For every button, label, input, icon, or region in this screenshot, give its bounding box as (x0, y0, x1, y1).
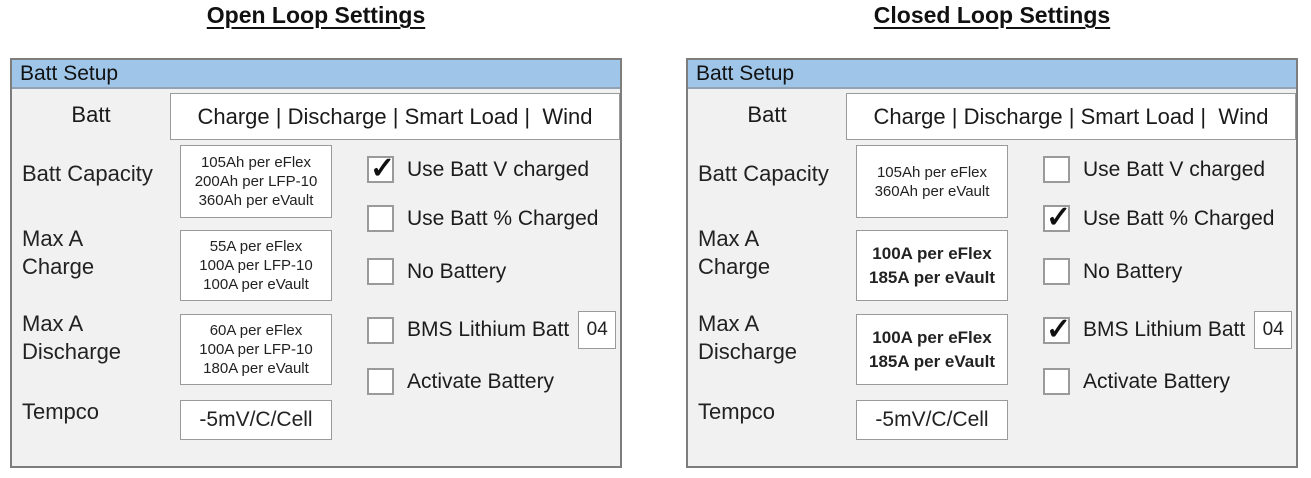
window-titlebar: Batt Setup (688, 60, 1296, 89)
tab-batt[interactable]: Batt (747, 102, 787, 127)
use-batt-v-charged-checkbox[interactable] (367, 151, 395, 186)
use-batt-pct-charged-label: Use Batt % Charged (1083, 206, 1275, 230)
batt-setup-window-closed-loop: Batt Setup Batt Charge | Discharge | Sma… (686, 58, 1298, 468)
bms-lithium-batt-label: BMS Lithium Batt (1083, 318, 1246, 341)
batt-capacity-input[interactable]: 105Ah per eFlex 360Ah per eVault (856, 145, 1008, 218)
use-batt-v-charged-label: Use Batt V charged (1083, 157, 1266, 181)
tempco-label: Tempco (22, 399, 100, 424)
tab-group-label: Charge | Discharge | Smart Load | Wind (873, 103, 1269, 129)
closed-loop-title: Closed Loop Settings (873, 2, 1111, 28)
max-a-discharge-input[interactable]: 60A per eFlex 100A per LFP-10 180A per e… (180, 314, 332, 385)
activate-battery-checkbox[interactable] (1043, 368, 1070, 395)
use-batt-pct-charged-row: Use Batt % Charged (1043, 200, 1275, 235)
use-batt-pct-charged-label: Use Batt % Charged (407, 206, 599, 230)
no-battery-label: No Battery (1083, 259, 1183, 283)
batt-setup-window-open-loop: Batt Setup Batt Charge | Discharge | Sma… (10, 58, 622, 468)
tab-group-charge-discharge-smartload-wind[interactable]: Charge | Discharge | Smart Load | Wind (170, 93, 620, 140)
max-a-charge-label: Max A Charge (698, 226, 771, 279)
activate-battery-label: Activate Battery (1083, 369, 1231, 393)
no-battery-label: No Battery (407, 259, 507, 283)
use-batt-v-charged-checkbox[interactable] (1043, 156, 1070, 183)
activate-battery-row: Activate Battery (367, 368, 554, 395)
bms-id-input[interactable]: 04 (1254, 311, 1293, 349)
no-battery-row: No Battery (1043, 258, 1182, 285)
max-a-discharge-label: Max A Discharge (22, 311, 122, 364)
tab-group-label: Charge | Discharge | Smart Load | Wind (197, 103, 593, 129)
no-battery-checkbox[interactable] (367, 258, 394, 285)
max-a-discharge-input[interactable]: 100A per eFlex 185A per eVault (856, 314, 1008, 385)
max-a-discharge-label: Max A Discharge (698, 311, 798, 364)
activate-battery-label: Activate Battery (407, 369, 555, 393)
batt-capacity-label: Batt Capacity (22, 161, 153, 186)
open-loop-title: Open Loop Settings (206, 2, 426, 28)
bms-lithium-batt-row: BMS Lithium Batt 04 (367, 311, 617, 349)
max-a-charge-input[interactable]: 100A per eFlex 185A per eVault (856, 230, 1008, 301)
tempco-input[interactable]: -5mV/C/Cell (180, 400, 332, 440)
batt-capacity-input[interactable]: 105Ah per eFlex 200Ah per LFP-10 360Ah p… (180, 145, 332, 218)
tempco-input[interactable]: -5mV/C/Cell (856, 400, 1008, 440)
bms-id-input[interactable]: 04 (578, 311, 617, 349)
batt-capacity-label: Batt Capacity (698, 161, 829, 186)
activate-battery-checkbox[interactable] (367, 368, 394, 395)
window-title: Batt Setup (696, 61, 795, 85)
window-title: Batt Setup (20, 61, 119, 85)
max-a-charge-input[interactable]: 55A per eFlex 100A per LFP-10 100A per e… (180, 230, 332, 301)
max-a-charge-label: Max A Charge (22, 226, 95, 279)
tempco-label: Tempco (698, 399, 776, 424)
activate-battery-row: Activate Battery (1043, 368, 1230, 395)
use-batt-v-charged-row: Use Batt V charged (367, 151, 590, 186)
use-batt-v-charged-row: Use Batt V charged (1043, 156, 1265, 183)
no-battery-row: No Battery (367, 258, 506, 285)
use-batt-v-charged-label: Use Batt V charged (407, 157, 590, 181)
tab-batt[interactable]: Batt (71, 102, 111, 127)
use-batt-pct-charged-checkbox[interactable] (1043, 200, 1071, 235)
no-battery-checkbox[interactable] (1043, 258, 1070, 285)
bms-lithium-batt-checkbox[interactable] (367, 316, 394, 344)
use-batt-pct-charged-row: Use Batt % Charged (367, 205, 598, 232)
tab-group-charge-discharge-smartload-wind[interactable]: Charge | Discharge | Smart Load | Wind (846, 93, 1296, 140)
bms-lithium-batt-checkbox[interactable] (1043, 312, 1071, 347)
window-titlebar: Batt Setup (12, 60, 620, 89)
use-batt-pct-charged-checkbox[interactable] (367, 205, 394, 232)
bms-lithium-batt-row: BMS Lithium Batt 04 (1043, 311, 1293, 349)
bms-lithium-batt-label: BMS Lithium Batt (407, 318, 570, 341)
